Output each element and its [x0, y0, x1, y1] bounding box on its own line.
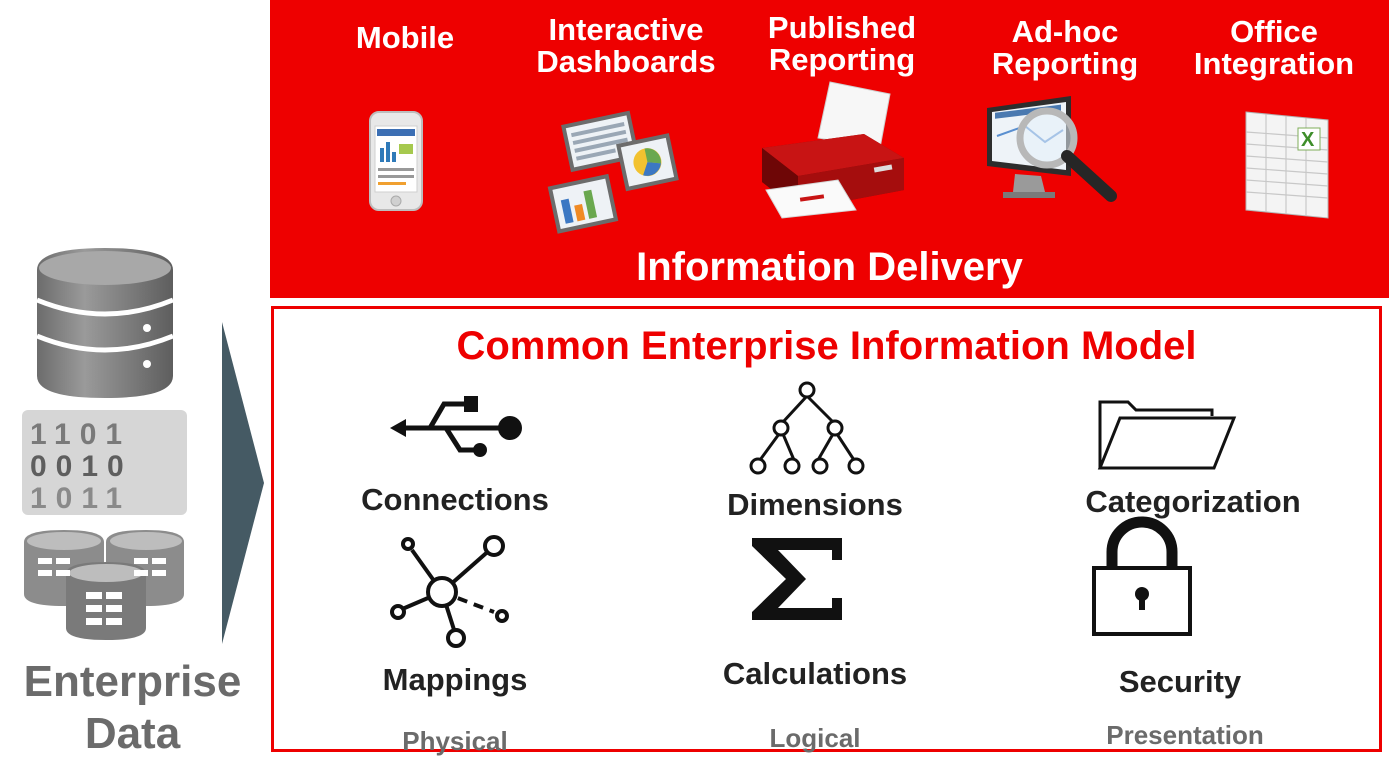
channel-label-line: Reporting: [768, 42, 916, 77]
channel-label-line: Reporting: [991, 46, 1139, 81]
information-model-title: Common Enterprise Information Model: [456, 324, 1197, 368]
layer-physical: Physical: [402, 726, 508, 756]
channel-label-office: Office Integration: [1168, 16, 1380, 80]
binary-cube-icon: 1101 0010 1011: [22, 410, 187, 515]
enterprise-data-line1: Enterprise: [23, 657, 242, 706]
channel-label-mobile: Mobile: [340, 22, 470, 54]
binary-row: 1011: [30, 482, 131, 515]
channel-label-line: Office: [1230, 14, 1318, 49]
binary-row: 1101: [30, 418, 131, 451]
enterprise-data-label: Enterprise Data: [0, 656, 265, 760]
feature-security: Security: [1118, 664, 1242, 699]
feature-calculations: Calculations: [722, 656, 908, 691]
layer-presentation: Presentation: [1106, 720, 1264, 750]
folder-icon: [1097, 400, 1237, 470]
smartphone-icon: [369, 111, 423, 211]
svg-text:X: X: [1301, 129, 1315, 151]
enterprise-data-line2: Data: [84, 709, 181, 758]
sigma-icon: [752, 538, 842, 620]
feature-mappings: Mappings: [382, 662, 528, 697]
channel-label-line: Dashboards: [536, 44, 716, 79]
hierarchy-tree-icon: [749, 381, 865, 475]
layer-logical: Logical: [769, 723, 861, 753]
network-node-icon: [390, 535, 509, 648]
usb-icon: [390, 396, 522, 457]
spreadsheet-icon: X: [1245, 111, 1329, 219]
binary-row: 0010: [30, 450, 133, 483]
feature-categorization: Categorization: [1085, 484, 1301, 519]
channel-label-line: Ad-hoc: [1011, 14, 1119, 49]
dashboard-panels-icon: [547, 110, 679, 234]
channel-label-line: Published: [767, 10, 917, 45]
database-cluster-icon: [24, 530, 184, 640]
monitor-magnifier-icon: [987, 96, 1117, 202]
channel-label-line: Interactive: [548, 12, 704, 47]
channel-label-dashboards: Interactive Dashboards: [508, 14, 744, 78]
database-icon: [36, 248, 174, 398]
channel-label-line: Integration: [1193, 46, 1355, 81]
printer-icon: [762, 81, 904, 219]
channel-label-published-reporting: Published Reporting: [742, 12, 942, 76]
information-model-panel: [271, 306, 1382, 752]
information-delivery-title: Information Delivery: [636, 245, 1023, 289]
channel-label-adhoc: Ad-hoc Reporting: [965, 16, 1165, 80]
feature-dimensions: Dimensions: [727, 487, 903, 522]
flow-arrow: [222, 322, 264, 644]
feature-connections: Connections: [361, 482, 549, 517]
channel-label-line: Mobile: [355, 20, 455, 55]
binary-cube-rows: 1101 0010 1011: [22, 410, 187, 515]
padlock-icon: [1092, 516, 1192, 636]
